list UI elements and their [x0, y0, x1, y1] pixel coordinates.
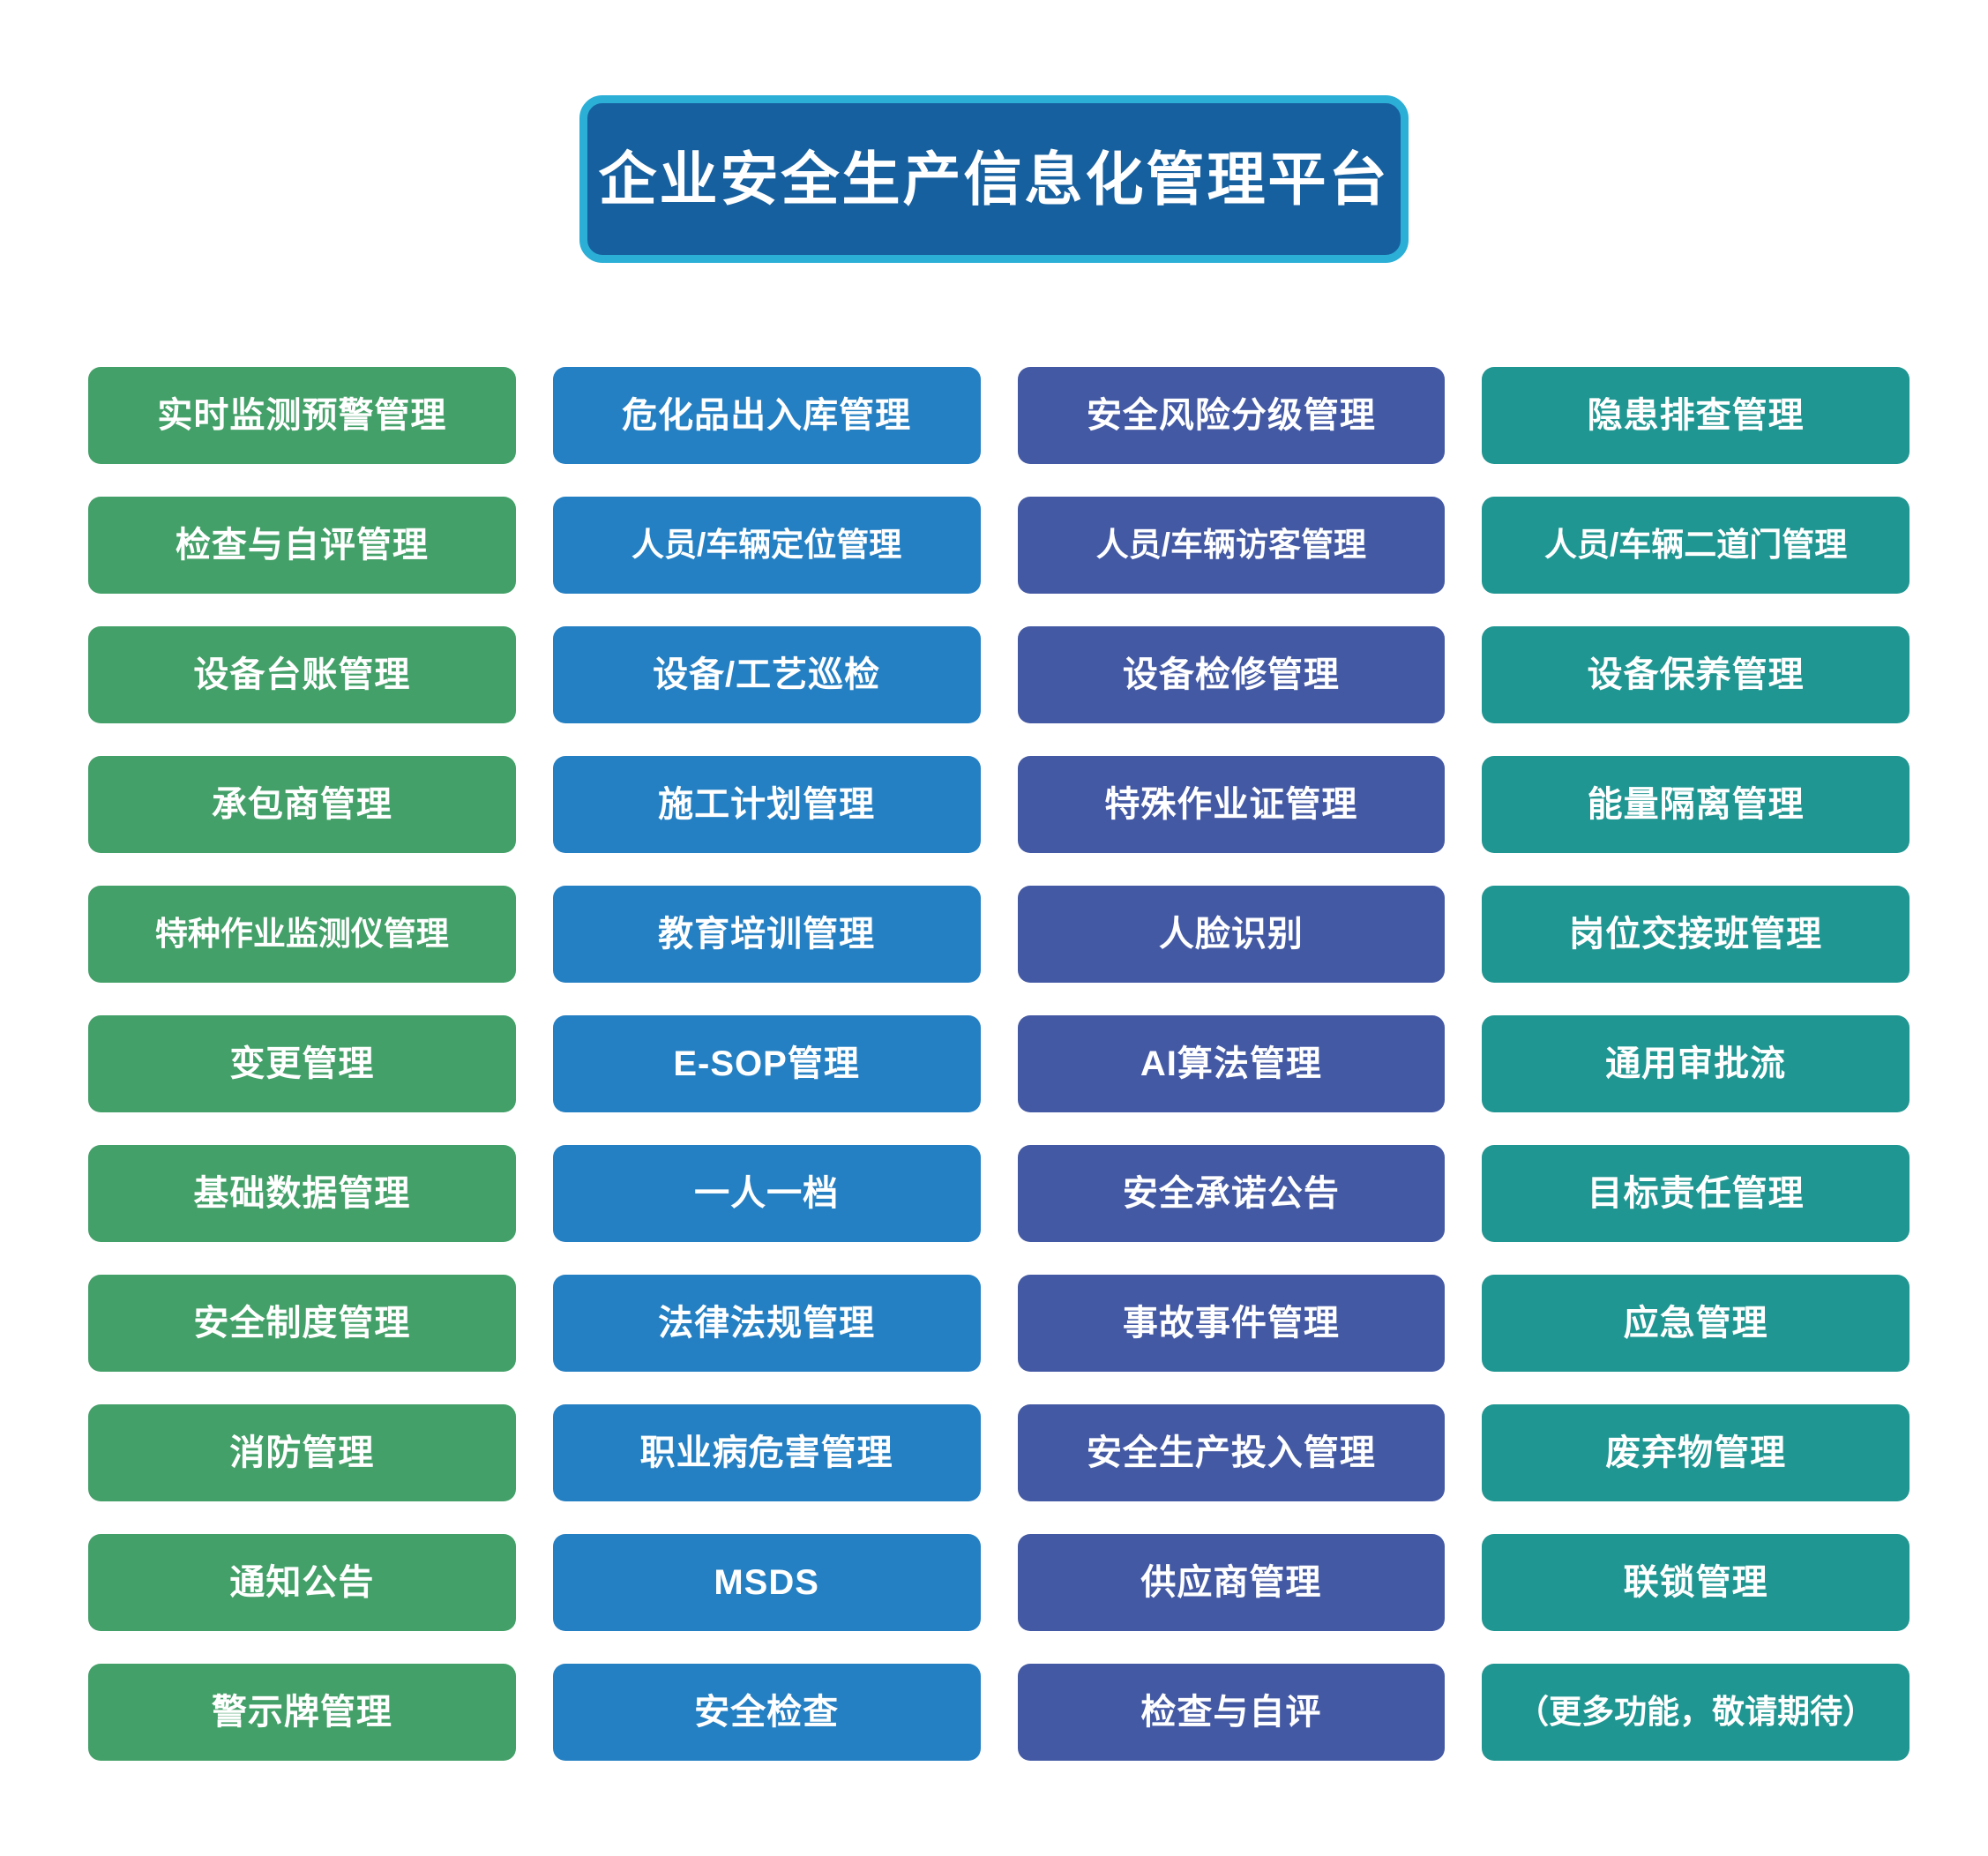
module-card-label: 通用审批流: [1605, 1044, 1787, 1083]
module-card[interactable]: MSDS: [552, 1534, 981, 1631]
module-card-label: （更多功能，敬请期待）: [1516, 1693, 1876, 1730]
module-card[interactable]: 岗位交接班管理: [1482, 886, 1910, 983]
module-card-label: 安全生产投入管理: [1086, 1433, 1376, 1472]
module-card-label: 实时监测预警管理: [157, 396, 447, 435]
module-card[interactable]: 通用审批流: [1482, 1015, 1910, 1112]
module-card[interactable]: 安全生产投入管理: [1017, 1404, 1446, 1501]
module-card-label: 特殊作业证管理: [1104, 785, 1358, 824]
module-card-label: 安全风险分级管理: [1086, 396, 1376, 435]
module-card-label: 检查与自评管理: [175, 526, 429, 565]
module-grid: 实时监测预警管理 危化品出入库管理 安全风险分级管理 隐患排查管理检查与自评管理 人员/…: [88, 367, 1910, 1761]
module-card[interactable]: E-SOP管理: [552, 1015, 981, 1112]
module-card-label: 教育培训管理: [658, 915, 876, 954]
module-card-label: 通知公告: [229, 1563, 375, 1602]
module-card[interactable]: 一人一档: [552, 1145, 981, 1242]
module-card[interactable]: 能量隔离管理: [1482, 756, 1910, 853]
module-card-label: 人员/车辆二道门管理: [1543, 526, 1848, 563]
module-card-label: 供应商管理: [1140, 1563, 1322, 1602]
module-card-label: 承包商管理: [211, 785, 392, 824]
module-card[interactable]: 特殊作业证管理: [1017, 756, 1446, 853]
module-card[interactable]: 目标责任管理: [1482, 1145, 1910, 1242]
module-card[interactable]: 隐患排查管理: [1482, 367, 1910, 464]
module-card-label: 设备/工艺巡检: [653, 655, 881, 694]
module-card-label: 人脸识别: [1158, 915, 1304, 954]
module-card-label: 基础数据管理: [193, 1174, 411, 1213]
module-card[interactable]: 危化品出入库管理: [552, 367, 981, 464]
header: 企业安全生产信息化管理平台: [0, 95, 1988, 263]
module-card[interactable]: 变更管理: [88, 1015, 516, 1112]
module-card-label: 法律法规管理: [658, 1304, 876, 1343]
module-card-label: 隐患排查管理: [1587, 396, 1805, 435]
module-card-label: 施工计划管理: [658, 785, 876, 824]
module-card[interactable]: 设备/工艺巡检: [552, 626, 981, 723]
module-card[interactable]: 人员/车辆二道门管理: [1482, 497, 1910, 594]
module-card-label: 目标责任管理: [1587, 1174, 1805, 1213]
module-card-label: 安全制度管理: [193, 1304, 411, 1343]
module-card-label: 岗位交接班管理: [1569, 915, 1823, 954]
module-card[interactable]: 教育培训管理: [552, 886, 981, 983]
module-card[interactable]: （更多功能，敬请期待）: [1482, 1664, 1910, 1761]
module-card[interactable]: 安全检查: [552, 1664, 981, 1761]
module-card[interactable]: 供应商管理: [1017, 1534, 1446, 1631]
module-card-label: 事故事件管理: [1122, 1304, 1340, 1343]
module-card[interactable]: 安全承诺公告: [1017, 1145, 1446, 1242]
module-card[interactable]: 安全制度管理: [88, 1275, 516, 1372]
module-card-label: 人员/车辆访客管理: [1095, 526, 1367, 563]
module-card[interactable]: 设备保养管理: [1482, 626, 1910, 723]
module-card-label: E-SOP管理: [673, 1044, 860, 1083]
module-card-label: 一人一档: [694, 1174, 840, 1213]
module-card-label: AI算法管理: [1140, 1044, 1322, 1083]
module-card[interactable]: AI算法管理: [1017, 1015, 1446, 1112]
module-card[interactable]: 法律法规管理: [552, 1275, 981, 1372]
module-card[interactable]: 实时监测预警管理: [88, 367, 516, 464]
module-card[interactable]: 设备检修管理: [1017, 626, 1446, 723]
module-card-label: 消防管理: [229, 1433, 375, 1472]
module-card-label: 联锁管理: [1623, 1563, 1768, 1602]
module-card-label: 安全承诺公告: [1122, 1174, 1340, 1213]
module-card[interactable]: 检查与自评管理: [88, 497, 516, 594]
module-card-label: 职业病危害管理: [639, 1433, 893, 1472]
module-card[interactable]: 施工计划管理: [552, 756, 981, 853]
module-card-label: 设备检修管理: [1122, 655, 1340, 694]
module-card[interactable]: 通知公告: [88, 1534, 516, 1631]
module-card[interactable]: 特种作业监测仪管理: [88, 886, 516, 983]
module-card[interactable]: 承包商管理: [88, 756, 516, 853]
module-card-label: 应急管理: [1623, 1304, 1768, 1343]
module-card[interactable]: 人员/车辆访客管理: [1017, 497, 1446, 594]
module-card[interactable]: 应急管理: [1482, 1275, 1910, 1372]
module-card-label: 特种作业监测仪管理: [154, 915, 449, 952]
module-card[interactable]: 人脸识别: [1017, 886, 1446, 983]
module-card-label: MSDS: [714, 1563, 819, 1602]
page-title: 企业安全生产信息化管理平台: [598, 146, 1390, 212]
module-card[interactable]: 职业病危害管理: [552, 1404, 981, 1501]
module-card[interactable]: 联锁管理: [1482, 1534, 1910, 1631]
module-card-label: 人员/车辆定位管理: [631, 526, 902, 563]
module-card[interactable]: 事故事件管理: [1017, 1275, 1446, 1372]
module-card[interactable]: 警示牌管理: [88, 1664, 516, 1761]
module-card-label: 变更管理: [229, 1044, 375, 1083]
module-card-label: 设备台账管理: [193, 655, 411, 694]
module-card[interactable]: 消防管理: [88, 1404, 516, 1501]
module-card[interactable]: 废弃物管理: [1482, 1404, 1910, 1501]
platform-title-banner: 企业安全生产信息化管理平台: [579, 95, 1409, 263]
module-card[interactable]: 基础数据管理: [88, 1145, 516, 1242]
module-card-label: 能量隔离管理: [1587, 785, 1805, 824]
module-card-label: 安全检查: [694, 1693, 840, 1732]
module-card-label: 废弃物管理: [1605, 1433, 1787, 1472]
module-card[interactable]: 安全风险分级管理: [1017, 367, 1446, 464]
module-card[interactable]: 设备台账管理: [88, 626, 516, 723]
module-card-label: 危化品出入库管理: [622, 396, 912, 435]
module-card-label: 设备保养管理: [1587, 655, 1805, 694]
module-card[interactable]: 人员/车辆定位管理: [552, 497, 981, 594]
module-card-label: 检查与自评: [1140, 1693, 1322, 1732]
module-card-label: 警示牌管理: [211, 1693, 392, 1732]
module-card[interactable]: 检查与自评: [1017, 1664, 1446, 1761]
